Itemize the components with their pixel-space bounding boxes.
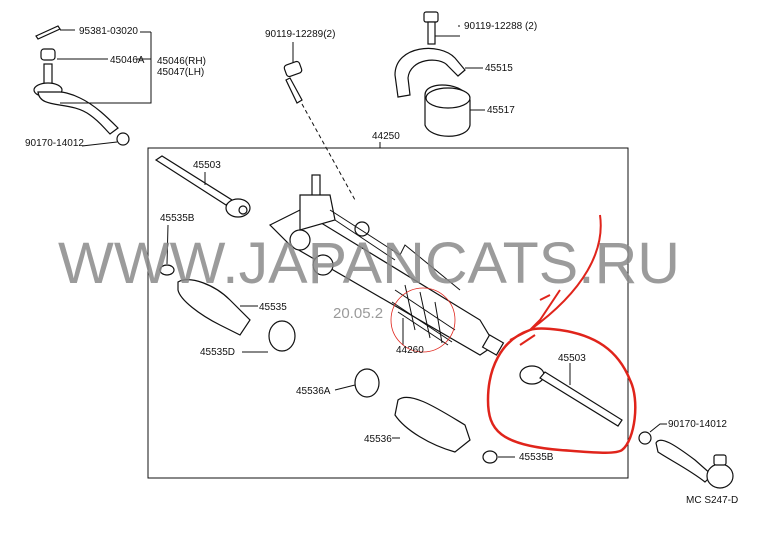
label-rack-housing: 44260: [396, 345, 424, 356]
label-clip-right: 45535B: [519, 452, 554, 463]
rack-end-left[interactable]: [154, 155, 251, 218]
rack-pattern: [391, 284, 456, 346]
label-clamp-right: 45536A: [296, 386, 331, 397]
label-rack-end-left: 45503: [193, 160, 221, 171]
rack-end-right[interactable]: [519, 363, 623, 427]
red-arrow-right: [509, 329, 536, 346]
assembly-frame: [147, 147, 629, 479]
highlight-circle: [390, 287, 456, 353]
bolt-left[interactable]: [283, 42, 356, 201]
tie-rod-end-left[interactable]: [33, 25, 152, 147]
label-tie-rod-end-lh: 45047(LH): [157, 67, 204, 78]
label-bracket: 45515: [485, 63, 513, 74]
label-lock-nut-right: 90170-14012: [668, 419, 727, 430]
tie-rod-end-right[interactable]: [638, 423, 734, 489]
label-lock-nut-left: 90170-14012: [25, 138, 84, 149]
label-boot-right: 45536: [364, 434, 392, 445]
boot-right[interactable]: [334, 368, 515, 464]
red-annotation-outline: [486, 327, 637, 454]
label-clamp-left: 45535D: [200, 347, 235, 358]
label-cotter-pin: 95381-03020: [79, 26, 138, 37]
label-rack-end-right: 45503: [558, 353, 586, 364]
label-boot-left: 45535: [259, 302, 287, 313]
label-bolt-right: 90119-12288 (2): [464, 21, 537, 32]
label-castle-nut: 45046A: [110, 55, 145, 66]
label-bolt-left: 90119-12289(2): [265, 29, 335, 40]
boot-left[interactable]: [159, 224, 296, 353]
red-arrow-left: [529, 214, 602, 331]
label-gear-assembly: 44250: [372, 131, 400, 142]
label-figure-code: MC S247-D: [686, 495, 738, 506]
label-clip-left: 45535B: [160, 213, 195, 224]
bracket-and-bushing[interactable]: [394, 11, 485, 137]
date-stamp: 20.05.2: [333, 305, 383, 322]
watermark: WWW.JAPANCATS.RU: [58, 231, 680, 296]
label-bushing: 45517: [487, 105, 515, 116]
label-tie-rod-end-rh: 45046(RH): [157, 56, 206, 67]
